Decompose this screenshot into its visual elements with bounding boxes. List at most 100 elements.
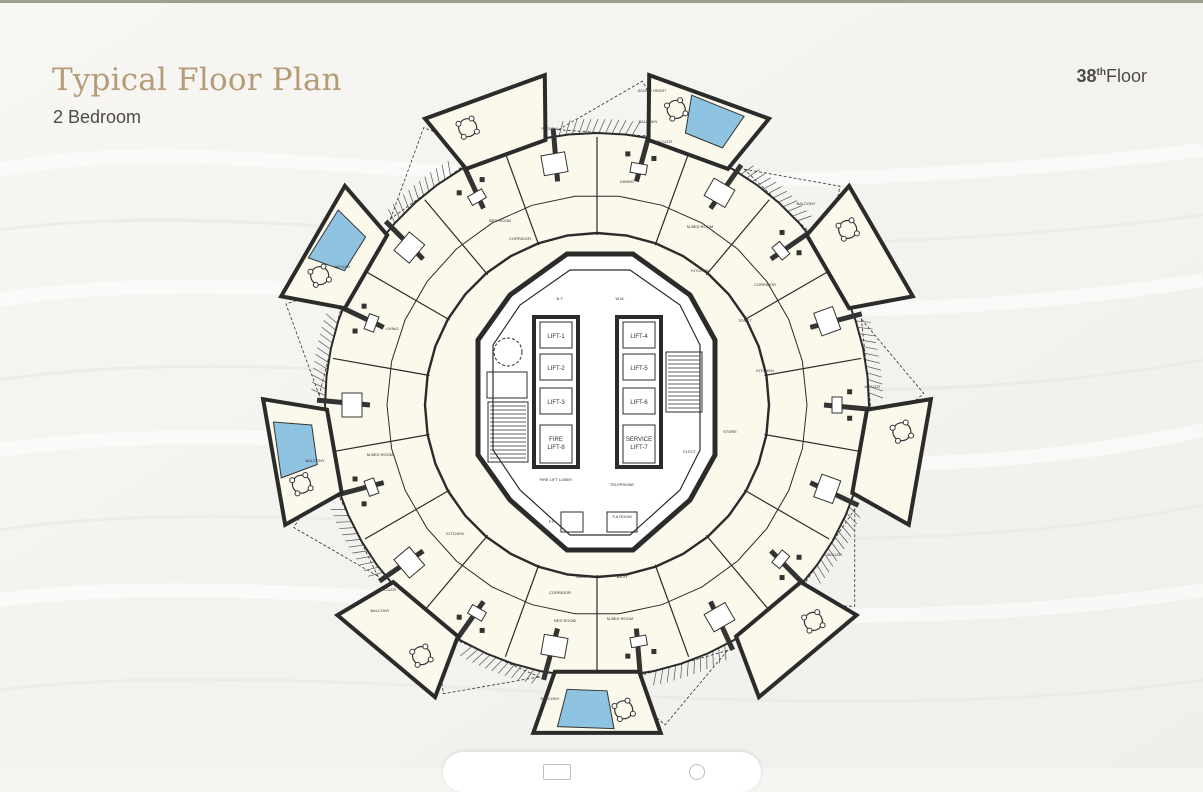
balcony-chair bbox=[890, 425, 895, 430]
facade-hatch-line bbox=[311, 389, 325, 395]
bt-label: B.T. bbox=[557, 296, 564, 301]
store-label-e: STORE bbox=[723, 429, 737, 434]
balcony-chair bbox=[308, 269, 313, 274]
chair bbox=[847, 389, 852, 394]
jacuzzi-label-e: JACUZZI bbox=[864, 384, 880, 389]
balcony-slab bbox=[852, 399, 931, 525]
balcony-label-s: BALCONY bbox=[540, 696, 559, 701]
ff-label: F.F. bbox=[549, 519, 555, 524]
facade-hatch-line bbox=[844, 519, 854, 530]
facade-hatch-line bbox=[352, 551, 367, 553]
facade-hatch-line bbox=[342, 534, 357, 535]
facade-hatch-line bbox=[619, 120, 626, 133]
facade-hatch-line bbox=[752, 174, 765, 182]
dining-label-top: DINING bbox=[620, 179, 634, 184]
lift-4-label: LIFT-4 bbox=[630, 334, 648, 340]
facade-hatch-line bbox=[318, 341, 330, 350]
balcony-chair bbox=[625, 698, 630, 703]
jacuzzi-label-sw: JACUZZI bbox=[380, 587, 396, 592]
facade-hatch-line bbox=[320, 334, 332, 343]
facade-hatch-line bbox=[398, 199, 404, 213]
balcony-chair bbox=[820, 623, 825, 628]
chair bbox=[625, 654, 630, 659]
facade-hatch-line bbox=[473, 652, 484, 662]
toilet-label-e: TOILET bbox=[738, 318, 752, 323]
bottom-toolbar bbox=[443, 752, 761, 792]
facade-hatch-line bbox=[835, 537, 844, 549]
fire-lift-number: LIFT-8 bbox=[547, 445, 565, 451]
chair bbox=[780, 230, 785, 235]
facade-hatch-line bbox=[317, 347, 330, 355]
corridor-label-s: CORRIDOR bbox=[549, 590, 571, 595]
chair bbox=[625, 151, 630, 156]
lift-5-label: LIFT-5 bbox=[630, 366, 648, 372]
facade-hatch-line bbox=[741, 166, 753, 175]
balcony-label-w: BALCONY bbox=[305, 458, 324, 463]
chair bbox=[797, 555, 802, 560]
facade-hatch-line bbox=[322, 327, 334, 336]
balcony-chair bbox=[854, 231, 859, 236]
balcony-chair bbox=[308, 486, 313, 491]
m-bed-room-label-w: M.BED ROOM bbox=[367, 452, 393, 457]
chair bbox=[480, 628, 485, 633]
balcony-chair bbox=[415, 662, 420, 667]
facade-hatch-line bbox=[667, 667, 669, 682]
balcony-chair bbox=[683, 111, 688, 116]
balcony-chair bbox=[303, 472, 308, 477]
facade-hatch-line bbox=[448, 161, 450, 176]
facade-hatch-line bbox=[349, 545, 364, 547]
balcony-chair bbox=[903, 420, 908, 425]
facade-hatch-line bbox=[793, 211, 807, 216]
facade-hatch-line bbox=[778, 196, 792, 202]
facade-hatch-line bbox=[797, 216, 811, 221]
balcony-chair bbox=[428, 657, 433, 662]
chair bbox=[457, 615, 462, 620]
balcony-label-top: BALCONY bbox=[638, 119, 657, 124]
balcony-chair bbox=[295, 491, 300, 496]
bed-room-label-nw: BED ROOM bbox=[489, 218, 511, 223]
fullscreen-icon[interactable] bbox=[543, 764, 571, 780]
facade-hatch-line bbox=[864, 353, 879, 356]
facade-hatch-line bbox=[660, 669, 662, 684]
facade-hatch-line bbox=[339, 528, 354, 529]
facade-hatch-line bbox=[606, 119, 612, 133]
balcony-chair bbox=[461, 134, 466, 139]
facade-hatch-line bbox=[869, 393, 883, 398]
balcony-chair bbox=[326, 277, 331, 282]
dining-table bbox=[832, 397, 842, 413]
balcony-chair bbox=[290, 478, 295, 483]
m-bed-room-label-s: M.BED ROOM bbox=[607, 616, 633, 621]
facade-hatch-line bbox=[592, 119, 598, 133]
facade-hatch-line bbox=[525, 670, 534, 682]
facade-hatch-line bbox=[492, 660, 502, 671]
facade-hatch-line bbox=[788, 206, 802, 212]
balcony-label-ne: BALCONY bbox=[796, 201, 815, 206]
zoom-icon[interactable] bbox=[689, 764, 705, 780]
balcony-chair bbox=[410, 649, 415, 654]
facade-hatch-line bbox=[466, 649, 477, 659]
chair bbox=[797, 250, 802, 255]
facade-hatch-line bbox=[865, 360, 880, 364]
service-lift-word: SERVICE bbox=[626, 437, 652, 443]
facade-hatch-line bbox=[768, 187, 781, 194]
balcony-chair bbox=[802, 615, 807, 620]
facade-hatch-line bbox=[687, 661, 688, 676]
building-core bbox=[478, 254, 715, 550]
facade-hatch-line bbox=[498, 662, 508, 673]
wash-label-s: WASH bbox=[576, 574, 588, 579]
facade-hatch-line bbox=[694, 659, 695, 674]
facade-hatch-line bbox=[625, 121, 632, 134]
chair bbox=[353, 329, 358, 334]
dining-table bbox=[630, 635, 647, 648]
dining-table bbox=[630, 162, 647, 175]
facade-hatch-line bbox=[867, 373, 882, 377]
bed bbox=[541, 152, 568, 176]
lift-6-label: LIFT-6 bbox=[630, 400, 648, 406]
facade-hatch-line bbox=[813, 570, 820, 583]
corridor-label-nw: CORRIDOR bbox=[509, 236, 531, 241]
kitchen-label-e: KITCHEN bbox=[756, 368, 774, 373]
facade-hatch-line bbox=[345, 539, 360, 541]
facade-hatch-line bbox=[313, 368, 326, 375]
facade-hatch-line bbox=[312, 382, 326, 389]
balcony-chair bbox=[456, 121, 461, 126]
